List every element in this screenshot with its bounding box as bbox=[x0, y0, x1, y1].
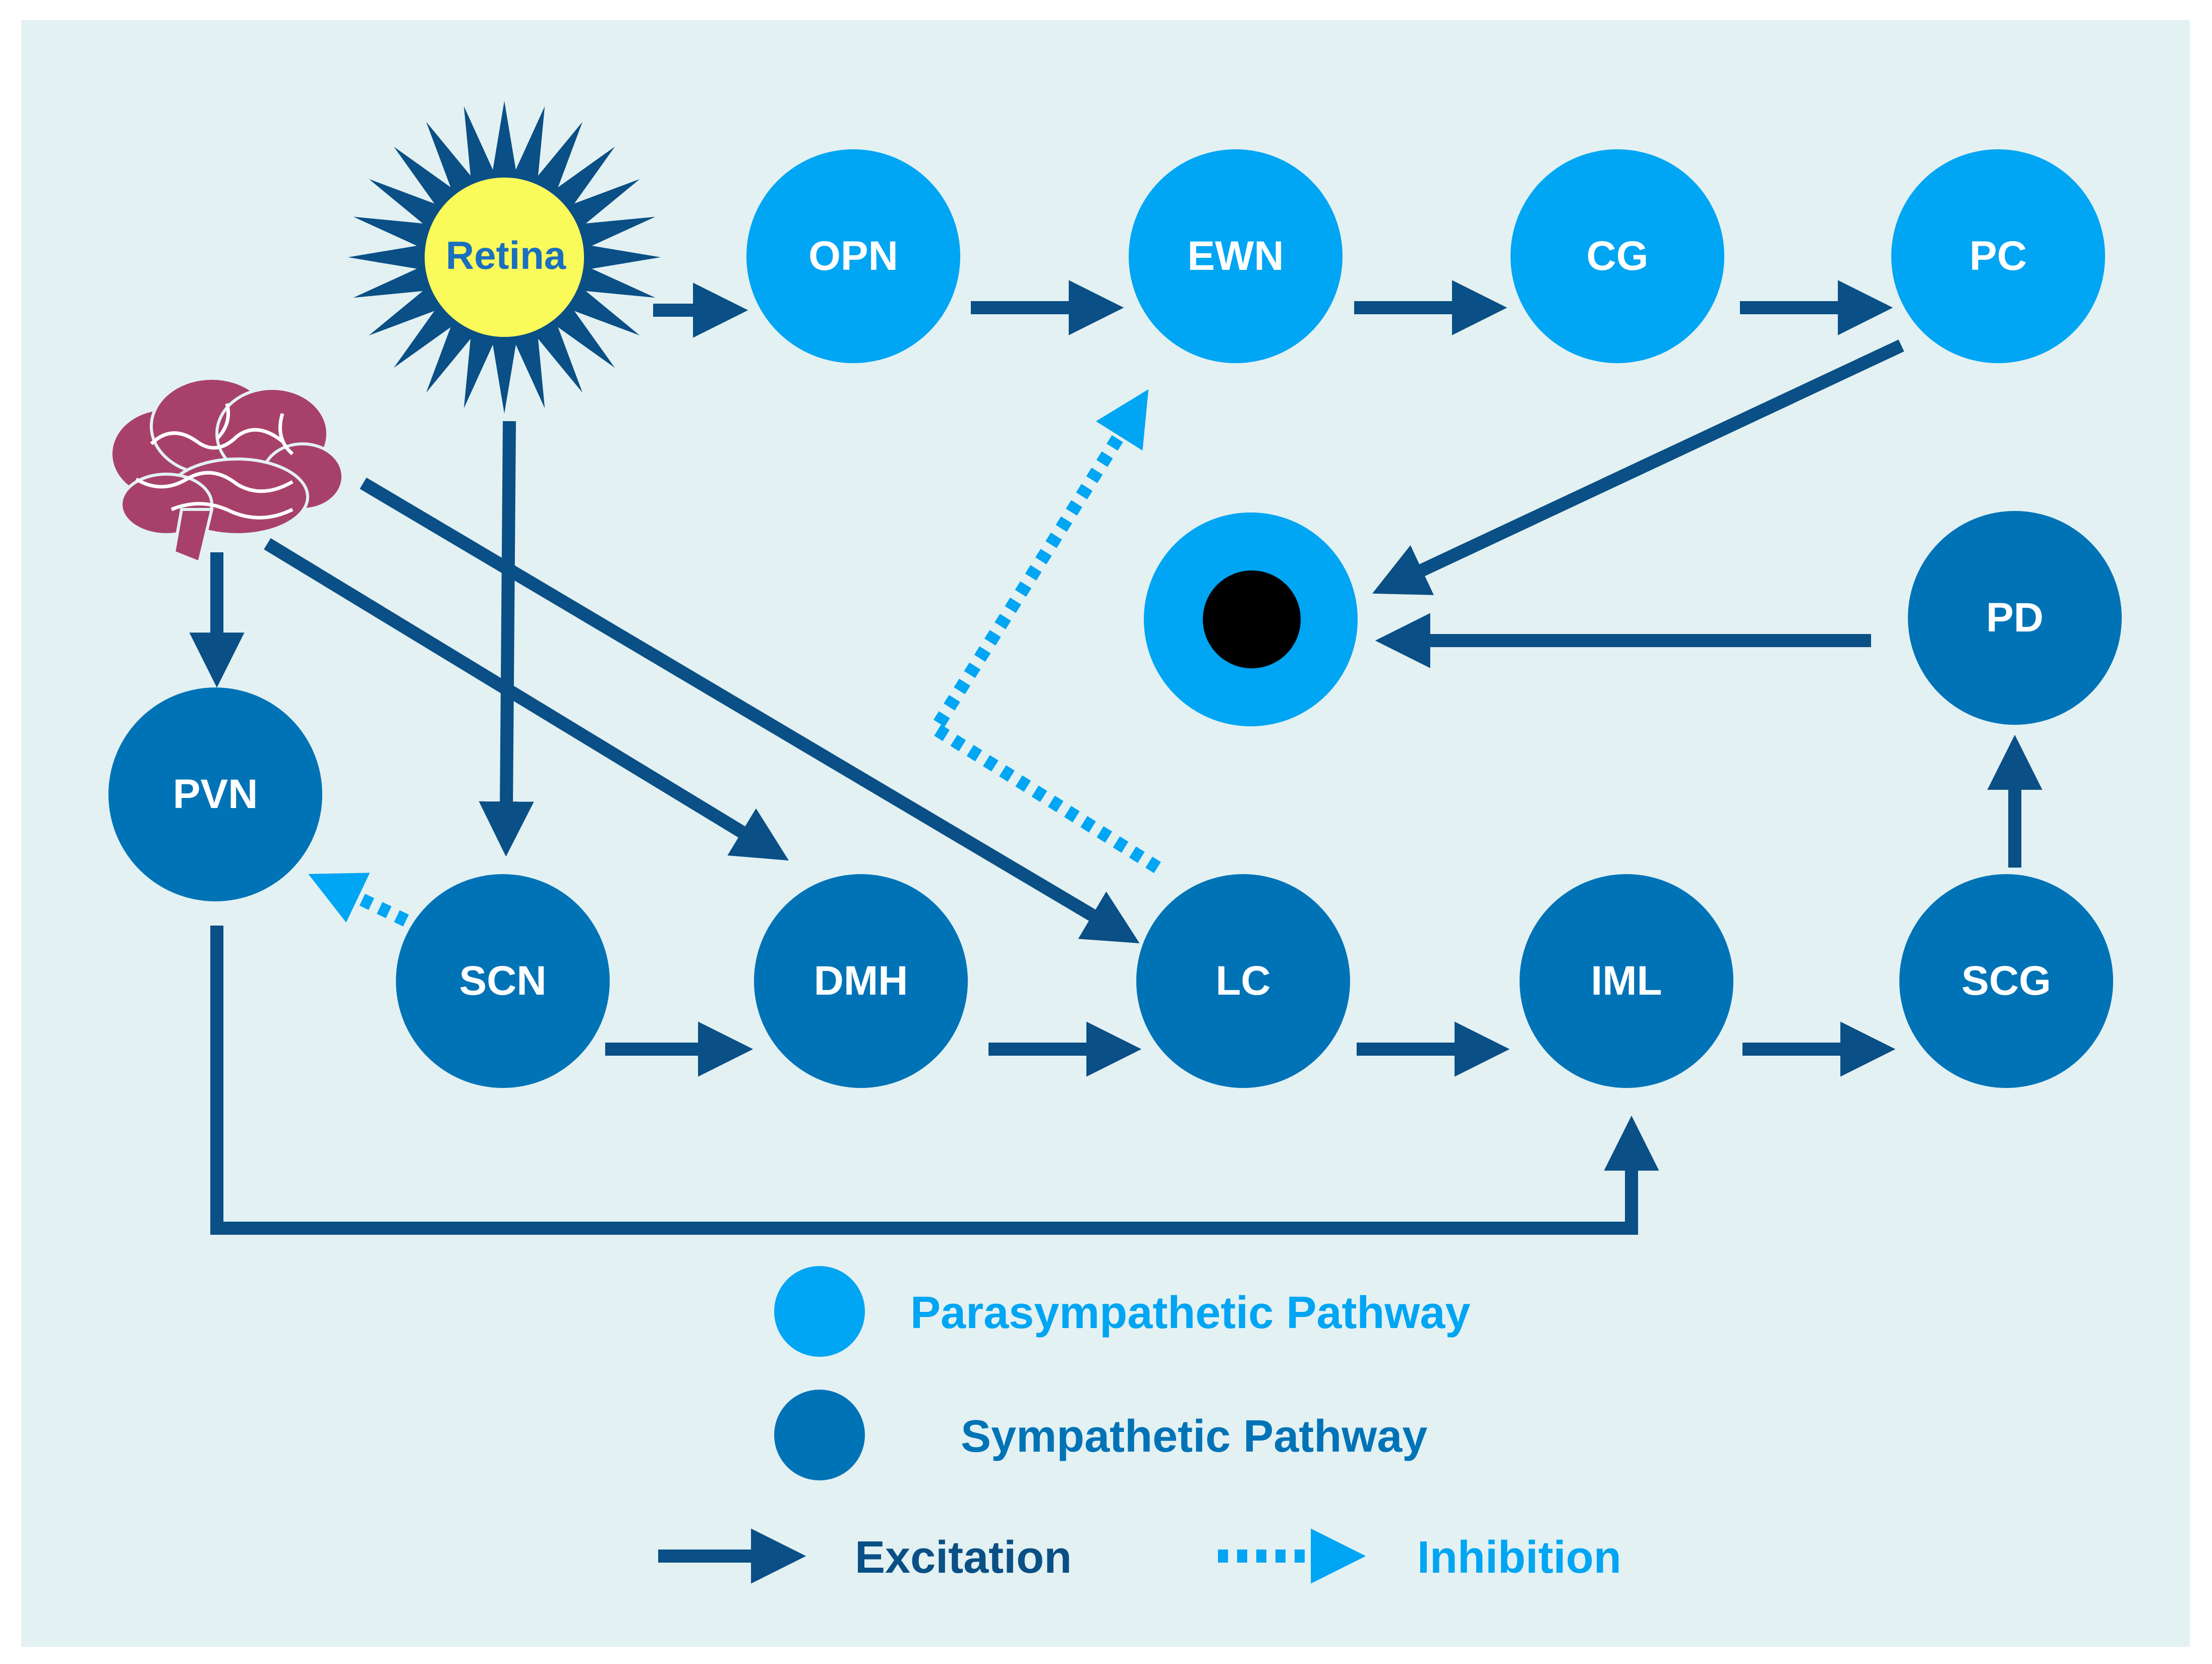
node-cg: CG bbox=[1510, 149, 1724, 363]
node-ewn-label: EWN bbox=[1187, 233, 1284, 279]
retina-label: Retina bbox=[446, 233, 566, 277]
node-scg-label: SCG bbox=[1961, 958, 2051, 1004]
legend-parasympathetic-swatch bbox=[774, 1266, 865, 1357]
inhibitions bbox=[308, 389, 1161, 927]
legend-excitation-label: Excitation bbox=[855, 1532, 1072, 1583]
legend-sympathetic-swatch bbox=[774, 1390, 865, 1480]
arrow-brain-lc bbox=[360, 477, 1140, 944]
connections bbox=[189, 280, 2043, 1235]
node-dmh-label: DMH bbox=[814, 958, 908, 1004]
node-opn-label: OPN bbox=[808, 233, 898, 279]
pupil bbox=[1203, 570, 1301, 668]
node-pd-label: PD bbox=[1986, 595, 2044, 641]
inhibition-scn-pvn bbox=[308, 873, 409, 927]
legend: Parasympathetic Pathway Sympathetic Path… bbox=[658, 1266, 1621, 1584]
legend-inhibition-label: Inhibition bbox=[1417, 1532, 1621, 1583]
node-pc: PC bbox=[1891, 149, 2105, 363]
legend-parasympathetic-label: Parasympathetic Pathway bbox=[910, 1288, 1471, 1338]
node-iml: IML bbox=[1520, 874, 1733, 1088]
node-pc-label: PC bbox=[1969, 233, 2027, 279]
arrow-pc-eye bbox=[1372, 339, 1904, 595]
node-iml-label: IML bbox=[1591, 958, 1662, 1004]
node-opn: OPN bbox=[746, 149, 960, 363]
node-pd: PD bbox=[1908, 511, 2122, 725]
arrow-brain-dmh bbox=[264, 538, 789, 861]
node-scn-label: SCN bbox=[459, 958, 546, 1004]
node-scn: SCN bbox=[396, 874, 610, 1088]
node-lc: LC bbox=[1136, 874, 1350, 1088]
arrow-pvn-iml bbox=[210, 926, 1659, 1235]
eye-icon bbox=[1144, 512, 1358, 726]
retina-node: Retina bbox=[348, 101, 661, 414]
node-lc-label: LC bbox=[1215, 958, 1270, 1004]
node-scg: SCG bbox=[1899, 874, 2113, 1088]
node-ewn: EWN bbox=[1129, 149, 1343, 363]
retina-core bbox=[425, 178, 584, 337]
node-pvn: PVN bbox=[108, 687, 322, 901]
node-dmh: DMH bbox=[754, 874, 968, 1088]
node-pvn-label: PVN bbox=[173, 771, 258, 817]
legend-sympathetic-label: Sympathetic Pathway bbox=[961, 1411, 1427, 1462]
brain-icon bbox=[109, 377, 344, 565]
node-cg-label: CG bbox=[1587, 233, 1649, 279]
arrow-retina-scn bbox=[479, 421, 534, 857]
